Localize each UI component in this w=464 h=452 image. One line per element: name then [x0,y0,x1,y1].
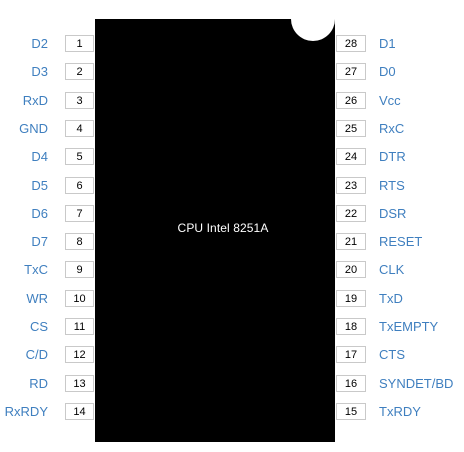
pin-number-box: 21 [336,233,366,250]
pin-name-label: TxRDY [379,404,421,419]
pin-number-box: 1 [65,35,94,52]
pin-name-label: TxC [24,262,48,277]
pin-number-box: 28 [336,35,366,52]
pin-number-box: 7 [65,205,94,222]
pin-name-label: D2 [31,36,48,51]
chip-notch [291,0,335,41]
pin-number-box: 9 [65,261,94,278]
pin-name-label: RxD [22,93,48,108]
pin-name-label: GND [19,121,48,136]
pin-number-box: 17 [336,346,366,363]
pin-name-label: DSR [379,206,407,221]
pin-number-box: 5 [65,148,94,165]
pin-name-label: D3 [31,64,48,79]
pin-name-label: D4 [31,149,48,164]
pin-number-box: 13 [65,375,94,392]
pin-number-box: 6 [65,177,94,194]
pin-number-box: 3 [65,92,94,109]
pin-number-box: 15 [336,403,366,420]
pin-name-label: RESET [379,234,423,249]
pin-name-label: CTS [379,347,405,362]
pin-name-label: WR [26,291,48,306]
pin-number-box: 2 [65,63,94,80]
pin-name-label: DTR [379,149,406,164]
pin-name-label: D1 [379,36,396,51]
pin-name-label: CS [29,319,48,334]
pin-name-label: RTS [379,178,405,193]
pin-number-box: 4 [65,120,94,137]
pin-number-box: 10 [65,290,94,307]
pin-number-box: 14 [65,403,94,420]
pin-name-label: D0 [379,64,396,79]
pin-name-label: D5 [31,178,48,193]
pin-name-label: D6 [31,206,48,221]
pin-number-box: 23 [336,177,366,194]
pin-number-box: 8 [65,233,94,250]
pin-number-box: 19 [336,290,366,307]
chip-body [95,0,335,442]
pin-name-label: CLK [379,262,405,277]
pin-number-box: 22 [336,205,366,222]
pin-name-label: RxRDY [4,404,48,419]
pin-number-box: 25 [336,120,366,137]
pin-number-box: 11 [65,318,94,335]
chip-label: CPU Intel 8251A [177,221,269,235]
pin-name-label: RxC [379,121,405,136]
pin-number-box: 18 [336,318,366,335]
pin-name-label: SYNDET/BD [379,376,454,391]
pin-name-label: TxEMPTY [379,319,439,334]
pin-number-box: 20 [336,261,366,278]
pin-number-box: 12 [65,346,94,363]
pin-name-label: C/D [25,347,48,362]
pin-name-label: Vcc [379,93,401,108]
pin-number-box: 27 [336,63,366,80]
pin-number-box: 26 [336,92,366,109]
pin-number-box: 16 [336,375,366,392]
pin-name-label: TxD [379,291,403,306]
pin-name-label: D7 [31,234,48,249]
pin-number-box: 24 [336,148,366,165]
pin-name-label: RD [29,376,48,391]
